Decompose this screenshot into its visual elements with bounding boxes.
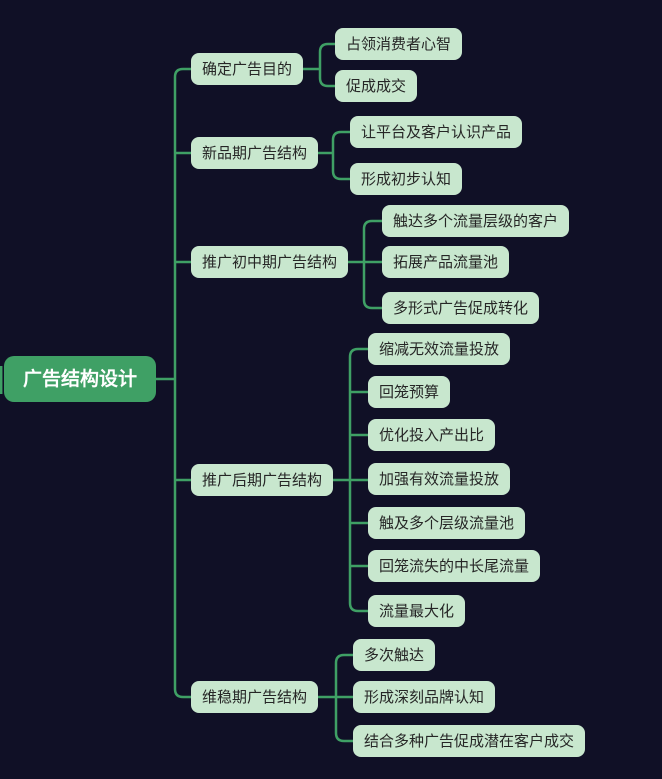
leaf-node[interactable]: 回笼流失的中长尾流量: [368, 550, 541, 582]
leaf-node[interactable]: 形成深刻品牌认知: [353, 681, 496, 713]
leaf-node[interactable]: 拓展产品流量池: [382, 246, 510, 278]
branch-node-early-mid-promo[interactable]: 推广初中期广告结构: [191, 246, 349, 278]
branch-node-late-promo[interactable]: 推广后期广告结构: [191, 464, 334, 496]
leaf-node[interactable]: 触及多个层级流量池: [368, 507, 526, 539]
leaf-node[interactable]: 回笼预算: [368, 376, 451, 408]
root-node[interactable]: 广告结构设计: [4, 356, 157, 402]
leaf-node[interactable]: 优化投入产出比: [368, 419, 496, 451]
leaf-node[interactable]: 促成成交: [335, 70, 418, 102]
branch3-connectors: [346, 219, 382, 310]
leaf-node[interactable]: 结合多种广告促成潜在客户成交: [353, 725, 586, 757]
leaf-node[interactable]: 让平台及客户认识产品: [350, 116, 523, 148]
leaf-node[interactable]: 触达多个流量层级的客户: [382, 205, 570, 237]
leaf-node[interactable]: 缩减无效流量投放: [368, 333, 511, 365]
branch-node-ad-goal[interactable]: 确定广告目的: [191, 53, 304, 85]
leaf-node[interactable]: 多次触达: [353, 639, 436, 671]
leaf-node[interactable]: 加强有效流量投放: [368, 463, 511, 495]
branch5-connectors: [318, 653, 353, 743]
leaf-node[interactable]: 形成初步认知: [350, 163, 463, 195]
leaf-node[interactable]: 占领消费者心智: [335, 28, 463, 60]
leaf-node[interactable]: 多形式广告促成转化: [382, 292, 540, 324]
branch2-connectors: [314, 130, 350, 181]
root-connectors: [156, 67, 191, 699]
branch-node-stable-period[interactable]: 维稳期广告结构: [191, 681, 319, 713]
branch-node-new-product[interactable]: 新品期广告结构: [191, 137, 319, 169]
branch1-connectors: [302, 42, 335, 88]
branch4-connectors: [332, 347, 368, 613]
leaf-node[interactable]: 流量最大化: [368, 595, 466, 627]
